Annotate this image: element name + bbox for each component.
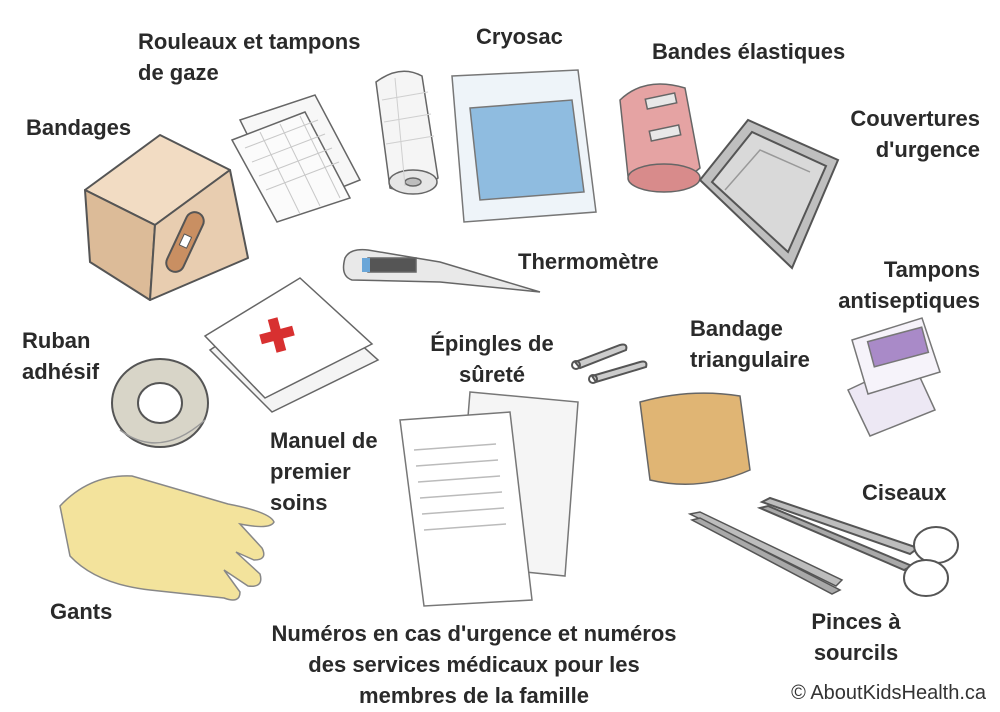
bandages-box-icon xyxy=(84,134,249,301)
label-gloves: Gants xyxy=(50,599,113,624)
triangular-bandage-icon xyxy=(639,392,751,485)
copyright-notice: © AboutKidsHealth.ca xyxy=(791,682,986,704)
gauze-pads-icon xyxy=(230,94,362,223)
label-thermometer: Thermomètre xyxy=(518,249,659,274)
thermometer-icon xyxy=(342,248,541,293)
label-bandages: Bandages xyxy=(26,115,132,140)
adhesive-tape-icon xyxy=(111,358,209,448)
emergency-blanket-icon xyxy=(698,118,840,270)
emergency-numbers-sheets-icon xyxy=(399,391,579,607)
gauze-roll-icon xyxy=(375,70,439,195)
label-elastic-bandages: Bandes élastiques xyxy=(652,39,846,64)
gloves-icon xyxy=(59,475,275,601)
first-aid-manual-icon xyxy=(203,277,380,413)
label-scissors: Ciseaux xyxy=(862,480,947,505)
cold-pack-icon xyxy=(451,69,597,223)
elastic-bandage-icon xyxy=(619,83,701,193)
scissors-icon xyxy=(756,496,959,597)
tweezers-icon xyxy=(687,511,844,595)
antiseptic-pads-icon xyxy=(846,317,941,437)
safety-pins-icon xyxy=(571,343,648,384)
label-cold-pack: Cryosac xyxy=(476,24,563,49)
